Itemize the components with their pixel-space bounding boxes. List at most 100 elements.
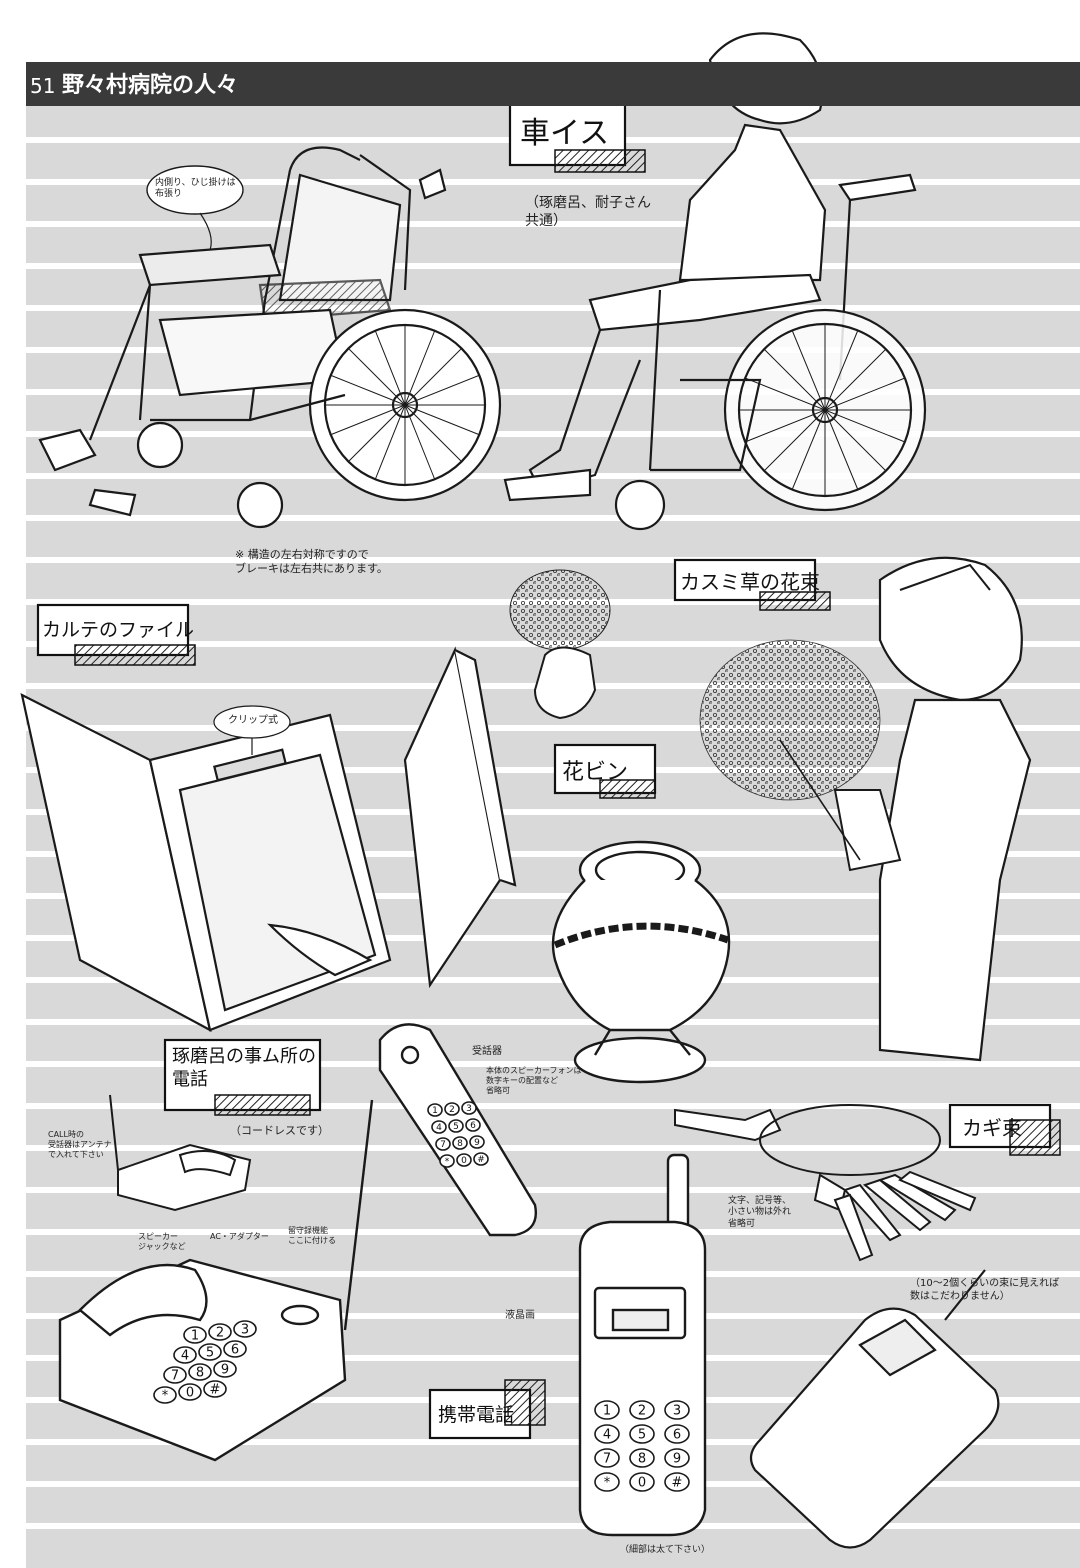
keypad-key — [461, 1101, 477, 1115]
chart-file-open-sketch — [20, 692, 392, 1033]
keypad-key — [456, 1153, 472, 1167]
keypad-key-label: 3 — [673, 1404, 681, 1419]
keypad-key-label: 6 — [673, 1428, 681, 1443]
keypad-key — [594, 1448, 620, 1468]
page-header-bar — [26, 62, 1080, 106]
keypad-key — [664, 1424, 690, 1444]
page-title: 野々村病院の人々 — [62, 73, 239, 98]
keypad-key-label: 4 — [181, 1349, 189, 1364]
office-phone-keypad: 1 2 3 4 5 6 7 8 9 * 0 # — [153, 1320, 257, 1404]
keypad-key — [664, 1472, 690, 1492]
keypad-key — [439, 1154, 455, 1168]
seat-note-text: 内側り、ひじ掛けは 布張り — [155, 178, 236, 200]
vase-label: 花ビン — [562, 760, 629, 785]
small-vase-bouquet-sketch — [509, 569, 611, 720]
keypad-key — [213, 1360, 237, 1378]
keypad-note: 文字、記号等、 小さい物は外れ 省略可 — [728, 1196, 792, 1229]
keypad-key — [629, 1400, 655, 1420]
keypad-key-label: 9 — [474, 1138, 480, 1148]
bouquet-label: カスミ草の花束 — [680, 570, 820, 594]
chart-file-closed-sketch — [403, 646, 517, 989]
page-number: 51 — [30, 74, 56, 98]
keypad-key-label: 5 — [206, 1346, 214, 1361]
keypad-key — [153, 1386, 177, 1404]
receiver-note: 受話器 — [472, 1046, 502, 1057]
display-note: 液晶画 — [505, 1310, 535, 1321]
keypad-key — [473, 1152, 489, 1166]
keypad-key — [427, 1103, 443, 1117]
mobile-phone-label: 携帯電話 — [438, 1404, 515, 1426]
keypad-key — [452, 1136, 468, 1150]
keypad-key-label: 8 — [457, 1139, 463, 1149]
keypad-key-label: 0 — [638, 1476, 646, 1491]
speaker-note: スピーカー ジャックなど — [138, 1232, 186, 1251]
wheelchair-label-box — [508, 93, 646, 173]
keypad-key — [208, 1323, 232, 1341]
keypad-key — [173, 1346, 197, 1364]
keypad-key — [629, 1448, 655, 1468]
keypad-key-label: * — [604, 1476, 611, 1491]
keypad-key-label: 5 — [638, 1428, 646, 1443]
keypad-key — [664, 1448, 690, 1468]
keypad-key — [629, 1424, 655, 1444]
wheelchair-label: 車イス — [520, 116, 610, 151]
cordless-note: （コードレスです） — [230, 1124, 329, 1137]
keypad-key-label: * — [162, 1389, 169, 1404]
keypad-key-label: 1 — [432, 1106, 438, 1116]
keypad-key — [203, 1380, 227, 1398]
keypad-key-label: 8 — [196, 1366, 204, 1381]
keypad-key-label: 1 — [191, 1329, 199, 1344]
receiver-detail-note: 本体のスピーカーフォンは 数字キーの配置など 省略可 — [486, 1066, 582, 1095]
office-phone-label: 琢磨呂の事ム所の 電話 — [172, 1046, 316, 1090]
keypad-key — [629, 1472, 655, 1492]
keypad-key — [223, 1340, 247, 1358]
keypad-key-label: 8 — [638, 1452, 646, 1467]
answering-machine-note: 留守録機能 ここに付ける — [288, 1226, 336, 1245]
mobile-phone-keypad: 1 2 3 4 5 6 7 8 9 * 0 # — [594, 1400, 690, 1492]
keypad-key-label: 4 — [603, 1428, 611, 1443]
keypad-key — [469, 1135, 485, 1149]
keypad-key-label: 9 — [673, 1452, 681, 1467]
keypad-key-label: 1 — [603, 1404, 611, 1419]
keypad-key — [594, 1472, 620, 1492]
clip-note: クリップ式 — [228, 715, 278, 726]
keypad-key-label: 9 — [221, 1363, 229, 1378]
vase-label-box — [553, 743, 657, 799]
keypad-key — [594, 1400, 620, 1420]
keypad-key-label: 7 — [171, 1369, 179, 1384]
keypad-key — [188, 1363, 212, 1381]
keypad-key-label: 2 — [638, 1404, 646, 1419]
keypad-key-label: 6 — [470, 1121, 476, 1131]
large-vase-sketch — [551, 840, 731, 1084]
office-phone-label-box — [163, 1038, 322, 1116]
keypad-key-label: 3 — [466, 1104, 472, 1114]
wheelchair-brake-note: ※ 構造の左右対称ですので ブレーキは左右共にあります。 — [235, 548, 388, 575]
mobile-bottom-note: （細部は太て下さい） — [620, 1545, 711, 1555]
keypad-key-label: 3 — [241, 1323, 249, 1338]
keypad-key-label: 7 — [440, 1140, 446, 1150]
mobile-phone-label-box — [428, 1379, 546, 1440]
keypad-key-label: 0 — [461, 1156, 467, 1166]
keypad-key-label: 5 — [453, 1122, 459, 1132]
keys-label: カギ束 — [962, 1116, 1022, 1140]
keypad-key-label: 2 — [216, 1326, 224, 1341]
keypad-key-label: # — [477, 1155, 485, 1165]
mobile-phone-angled-sketch — [749, 1269, 1000, 1549]
keypad-key-label: 0 — [186, 1386, 194, 1401]
keypad-key — [233, 1320, 257, 1338]
keypad-key-label: # — [210, 1383, 221, 1398]
office-phone-large-sketch — [58, 1099, 374, 1462]
keypad-key-label: # — [672, 1476, 683, 1491]
chart-file-label-box — [36, 603, 196, 666]
keypad-key — [664, 1400, 690, 1420]
keypad-key-label: 6 — [231, 1343, 239, 1358]
keypad-key-label: * — [445, 1157, 450, 1167]
nurse-with-bouquet-sketch — [699, 556, 1032, 1062]
antenna-note: CALL時の 受話器はアンテナ で入れて下さい — [48, 1130, 112, 1159]
keypad-key — [444, 1102, 460, 1116]
keypad-key — [163, 1366, 187, 1384]
keys-label-box — [948, 1103, 1061, 1156]
keypad-key-label: 7 — [603, 1452, 611, 1467]
keypad-key — [431, 1120, 447, 1134]
office-phone-small-sketch — [109, 1094, 252, 1212]
